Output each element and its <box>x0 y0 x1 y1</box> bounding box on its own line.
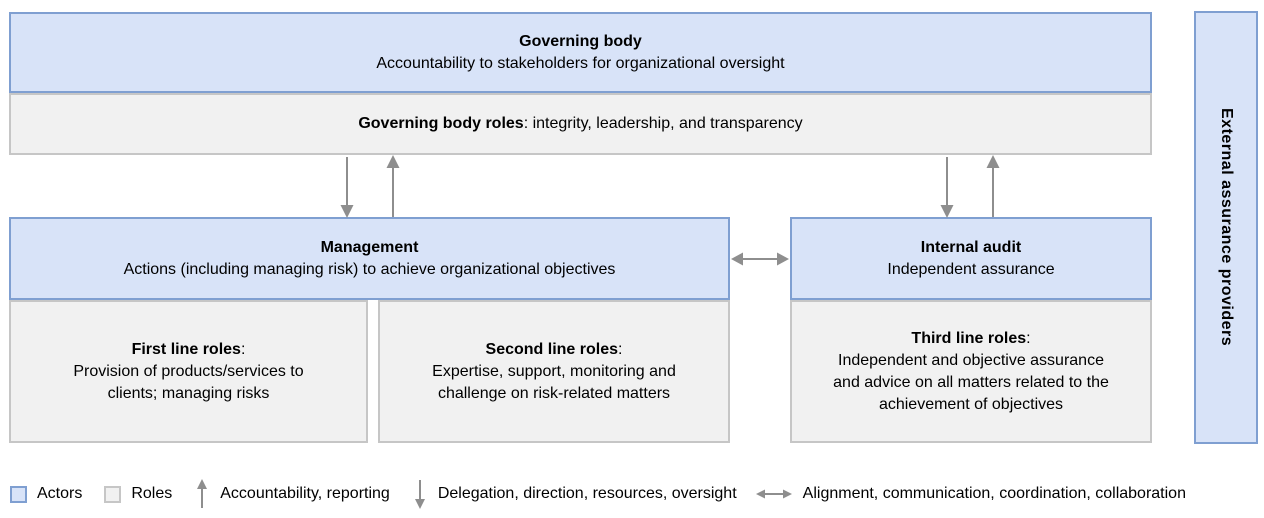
management-title: Management <box>320 238 419 256</box>
accountability-arrow-right-icon <box>986 155 1000 217</box>
governing-body-roles-text: Governing body roles: integrity, leaders… <box>358 115 803 132</box>
legend-roles-label: Roles <box>131 485 173 502</box>
second-line-roles-box: Second line roles: Expertise, support, m… <box>378 300 730 443</box>
first-line-roles-title: First line roles: <box>131 340 246 358</box>
governing-body-subtitle: Accountability to stakeholders for organ… <box>376 54 785 72</box>
legend: Actors Roles Accountability, reporting D… <box>10 478 1186 510</box>
legend-up-arrow-label: Accountability, reporting <box>220 485 390 502</box>
management-subtitle: Actions (including managing risk) to ach… <box>123 260 616 278</box>
up-arrow-icon <box>197 479 208 508</box>
governing-body-box: Governing body Accountability to stakeho… <box>9 12 1152 93</box>
governing-body-roles-box: Governing body roles: integrity, leaders… <box>9 93 1152 155</box>
external-assurance-providers-box: External assurance providers <box>1194 11 1258 444</box>
delegation-arrow-right-icon <box>940 157 954 218</box>
legend-double-arrow-label: Alignment, communication, coordination, … <box>802 485 1186 502</box>
management-box: Management Actions (including managing r… <box>9 217 730 300</box>
accountability-arrow-left-icon <box>386 155 400 217</box>
actors-swatch-icon <box>10 485 27 503</box>
internal-audit-box: Internal audit Independent assurance <box>790 217 1152 300</box>
first-line-roles-box: First line roles: Provision of products/… <box>9 300 368 443</box>
alignment-double-arrow-icon <box>731 252 789 266</box>
first-line-roles-body: Provision of products/services to client… <box>73 362 304 402</box>
governing-body-title: Governing body <box>519 32 642 50</box>
double-arrow-icon <box>755 489 792 499</box>
second-line-roles-body: Expertise, support, monitoring and chall… <box>432 362 676 402</box>
internal-audit-title: Internal audit <box>920 238 1022 256</box>
down-arrow-icon <box>414 480 425 509</box>
delegation-arrow-left-icon <box>340 157 354 218</box>
legend-down-arrow-label: Delegation, direction, resources, oversi… <box>437 485 737 502</box>
third-line-roles-title: Third line roles: <box>911 329 1031 347</box>
third-line-roles-box: Third line roles: Independent and object… <box>790 300 1152 443</box>
external-assurance-providers-title: External assurance providers <box>1218 108 1235 347</box>
roles-swatch-icon <box>104 485 122 503</box>
second-line-roles-title: Second line roles: <box>485 340 623 358</box>
governing-body-roles-label: Governing body roles <box>358 115 524 132</box>
third-line-roles-body: Independent and objective assurance and … <box>833 351 1109 413</box>
legend-actors-label: Actors <box>37 485 83 502</box>
internal-audit-subtitle: Independent assurance <box>887 260 1055 278</box>
